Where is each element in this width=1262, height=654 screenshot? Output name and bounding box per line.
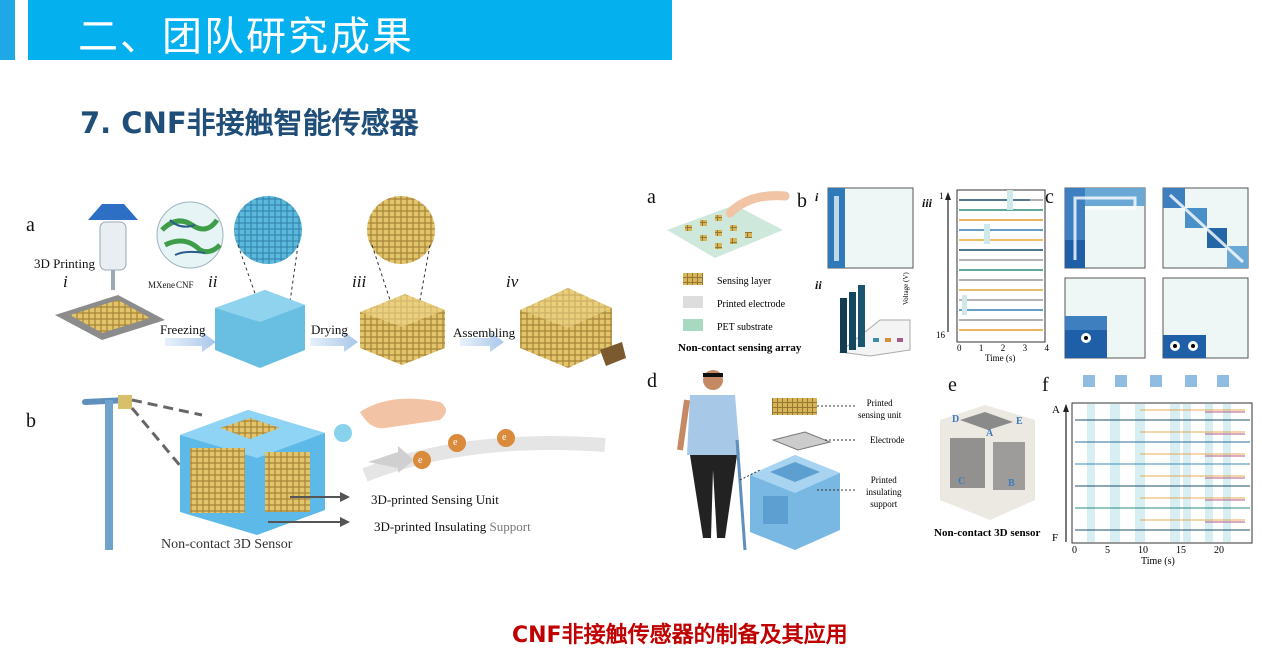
- assembling-label: Assembling: [453, 325, 515, 341]
- right-panel-d-label: d: [647, 370, 657, 393]
- response-traces-f: [1063, 403, 1252, 543]
- panel-b-y-bottom: 16: [936, 330, 945, 340]
- step-i-label: i: [63, 272, 68, 292]
- sensor-3d-bar-plot-ii: [840, 285, 910, 356]
- sensor-heatmap-c4: [1163, 278, 1248, 358]
- electron-1-label: e: [418, 455, 422, 466]
- sensing-array-illustration: [667, 196, 785, 258]
- drying-label: Drying: [311, 322, 348, 338]
- printed-plate-step-i: [55, 295, 165, 340]
- tick: 20: [1214, 545, 1224, 556]
- panel-b-time-label: Time (s): [985, 353, 1015, 363]
- right-panel-b-label: b: [797, 190, 807, 213]
- tick: 1: [979, 343, 984, 353]
- sensor-heatmap-i: [828, 188, 913, 268]
- legend-sensing-layer: Sensing layer: [717, 276, 771, 287]
- printer-nozzle-illustration: [88, 204, 138, 290]
- left-panel-b-label: b: [26, 410, 36, 433]
- right-panel-a-label: a: [647, 186, 656, 209]
- print-label: 3D Printing: [34, 256, 95, 272]
- panel-f-y-bottom: F: [1052, 532, 1058, 544]
- printed-sensing-unit-label: Printed sensing unit: [858, 397, 901, 421]
- tick: 3: [1023, 343, 1028, 353]
- sensing-unit-label: 3D-printed Sensing Unit: [371, 492, 499, 508]
- left-figure: [20, 190, 645, 560]
- step-iii-label: iii: [352, 272, 366, 292]
- tick: 10: [1138, 545, 1148, 556]
- legend-printed-electrode: Printed electrode: [717, 299, 785, 310]
- face-b-label: B: [1008, 478, 1015, 489]
- voltage-axis-label: Voltage (V): [902, 272, 910, 305]
- printed-insulating-support-label: Printed insulating support: [866, 474, 902, 510]
- sensor-voltage-traces-iii: [945, 190, 1045, 342]
- dried-block-step-iii: [360, 294, 445, 365]
- 3d-sensor-cube: [180, 410, 325, 535]
- electron-3-label: e: [502, 432, 506, 443]
- sensor-heatmap-c2: [1163, 188, 1248, 268]
- right-panel-f-label: f: [1042, 374, 1049, 397]
- insulating-support-label: 3D-printed Insulating Support: [374, 519, 531, 535]
- panel-b-time-ticks: 0 1 2 3 4: [957, 343, 1049, 353]
- frozen-block-step-ii: [215, 290, 305, 368]
- tick: 2: [1001, 343, 1006, 353]
- sensor-heatmap-c3: [1065, 278, 1145, 358]
- panel-f-y-top: A: [1052, 404, 1060, 416]
- section-title: 7. CNF非接触智能传感器: [80, 100, 419, 142]
- panel-b-sub-iii: iii: [922, 196, 932, 211]
- left-panel-a-label: a: [26, 214, 35, 237]
- 3d-sensor-title: Non-contact 3D sensor: [934, 527, 1040, 539]
- tick: 4: [1045, 343, 1050, 353]
- frozen-zoom-circle: [234, 196, 302, 264]
- electrode-label: Electrode: [870, 435, 904, 445]
- step-ii-label: ii: [208, 272, 217, 292]
- mxene-label: MXene: [148, 280, 175, 290]
- tick: 5: [1105, 545, 1110, 556]
- electron-2-label: e: [453, 437, 457, 448]
- face-d-label: D: [952, 414, 959, 425]
- sensor-heatmap-c1: [1065, 188, 1145, 268]
- figure-caption: CNF非接触传感器的制备及其应用: [512, 617, 848, 649]
- face-a-label: A: [986, 428, 993, 439]
- tick: 0: [1072, 545, 1077, 556]
- cane-illustration: [85, 395, 132, 550]
- sensor-label: Non-contact 3D Sensor: [161, 537, 292, 553]
- panel-b-sub-ii: ii: [815, 278, 822, 293]
- face-c-label: C: [958, 476, 965, 487]
- panel-f-time-ticks: 0 5 10 15 20: [1072, 545, 1224, 556]
- header-accent-bar: [0, 0, 15, 60]
- panel-b-sub-i: i: [815, 190, 818, 205]
- step-iv-label: iv: [506, 272, 518, 292]
- insulating-support-cube: [750, 455, 840, 550]
- finger-illustration: [334, 399, 446, 442]
- legend-pet-substrate: PET substrate: [717, 322, 773, 333]
- panel-f-time-label: Time (s): [1141, 556, 1175, 567]
- tick: 15: [1176, 545, 1186, 556]
- right-panel-c-label: c: [1045, 186, 1054, 209]
- mxene-cnf-zoom-circle: [157, 202, 223, 268]
- gesture-icons: [1083, 375, 1229, 387]
- freezing-label: Freezing: [160, 322, 205, 338]
- person-with-cane-illustration: [680, 370, 745, 550]
- tick: 0: [957, 343, 962, 353]
- cnf-label: CNF: [176, 280, 194, 290]
- dried-zoom-circle: [367, 196, 435, 264]
- assembled-block-step-iv: [520, 288, 626, 368]
- panel-b-y-top: 1: [939, 191, 944, 201]
- face-e-label: E: [1016, 416, 1023, 427]
- right-panel-e-label: e: [948, 374, 957, 397]
- sensing-array-title: Non-contact sensing array: [678, 342, 801, 354]
- slide-header-title: 二、团队研究成果: [78, 4, 414, 62]
